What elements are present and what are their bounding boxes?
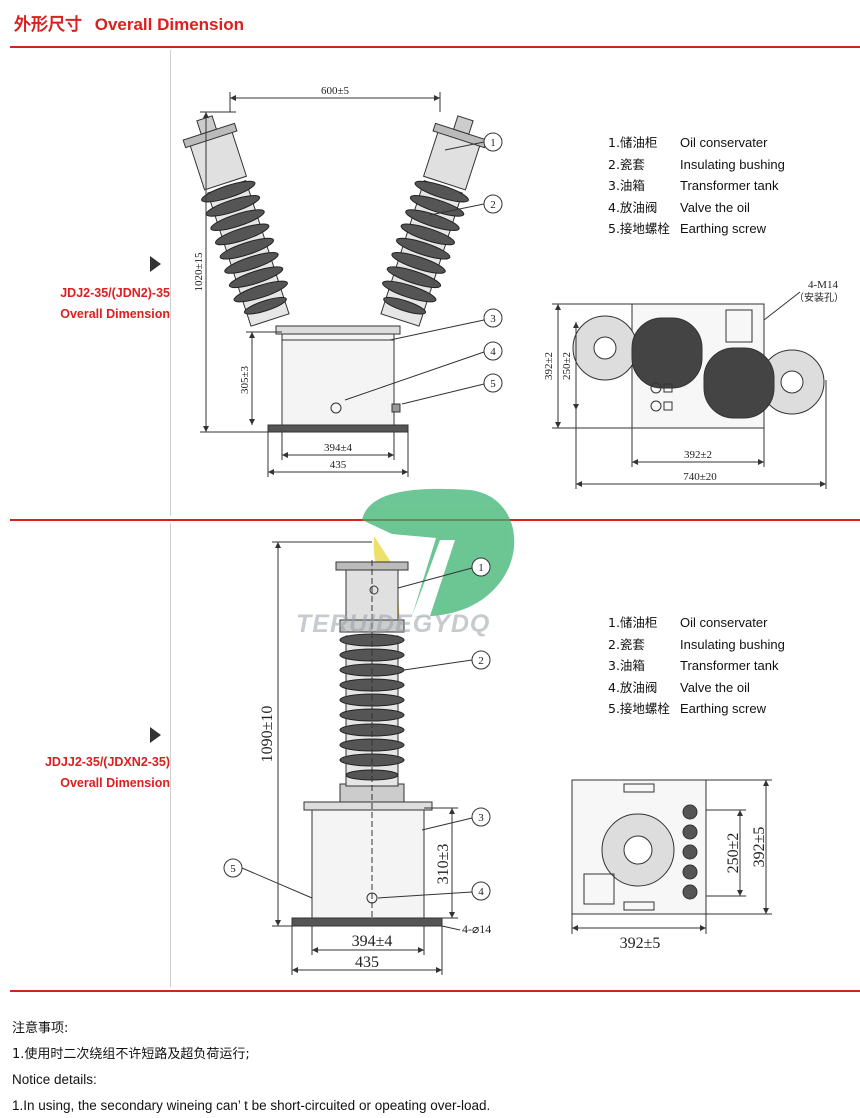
notes: 注意事项: 1.使用时二次绕组不许短路及超负荷运行; Notice detail… <box>12 1016 490 1118</box>
notes-heading-zh: 注意事项: <box>12 1016 490 1042</box>
callout-number: 3 <box>478 812 484 824</box>
callout-number: 4 <box>478 886 484 898</box>
callout-number: 1 <box>478 562 484 574</box>
callout-number: 2 <box>490 199 496 211</box>
dim-base-outer: 435 <box>355 954 379 971</box>
notes-line-en: 1.In using, the secondary wineing can’ t… <box>12 1093 490 1118</box>
dim-tank-height: 305±3 <box>239 365 251 394</box>
dim-plan-width: 392±5 <box>620 935 661 952</box>
callout-number: 4 <box>490 346 496 358</box>
dim-height: 1090±10 <box>259 706 276 763</box>
dim-plan-height-inner: 250±2 <box>725 833 742 874</box>
callout-number: 5 <box>490 378 496 390</box>
dim-mount-holes-note: （安装孔） <box>794 291 844 304</box>
dim-plan-height-outer: 392±2 <box>543 352 555 380</box>
section2-plan-view <box>572 780 772 934</box>
dim-plan-height-inner: 250±2 <box>561 352 573 380</box>
dim-base-outer: 435 <box>330 459 347 471</box>
callout-number: 2 <box>478 655 484 667</box>
notes-line-zh: 1.使用时二次绕组不许短路及超负荷运行; <box>12 1042 490 1068</box>
dim-height: 1020±15 <box>193 252 205 292</box>
section1-front-view <box>178 92 492 477</box>
dim-holes: 4-⌀14 <box>462 922 491 936</box>
dim-base-inner: 394±4 <box>324 442 353 454</box>
dim-plan-height-outer: 392±5 <box>751 827 768 868</box>
dim-plan-width-outer: 740±20 <box>683 471 717 483</box>
dim-plan-width-inner: 392±2 <box>684 449 712 461</box>
watermark-text: TERUIDEGYDQ <box>296 610 490 639</box>
callout-number: 3 <box>490 313 496 325</box>
callout-number: 5 <box>230 863 236 875</box>
dim-tank-height: 310±3 <box>435 844 452 885</box>
notes-heading-en: Notice details: <box>12 1067 490 1093</box>
dim-mount-holes: 4-M14 <box>808 279 838 291</box>
dim-base-inner: 394±4 <box>352 933 393 950</box>
callout-number: 1 <box>490 137 496 149</box>
section1-callout-numbers: 1 2 3 4 5 <box>490 137 496 390</box>
dim-top-width: 600±5 <box>321 85 350 97</box>
